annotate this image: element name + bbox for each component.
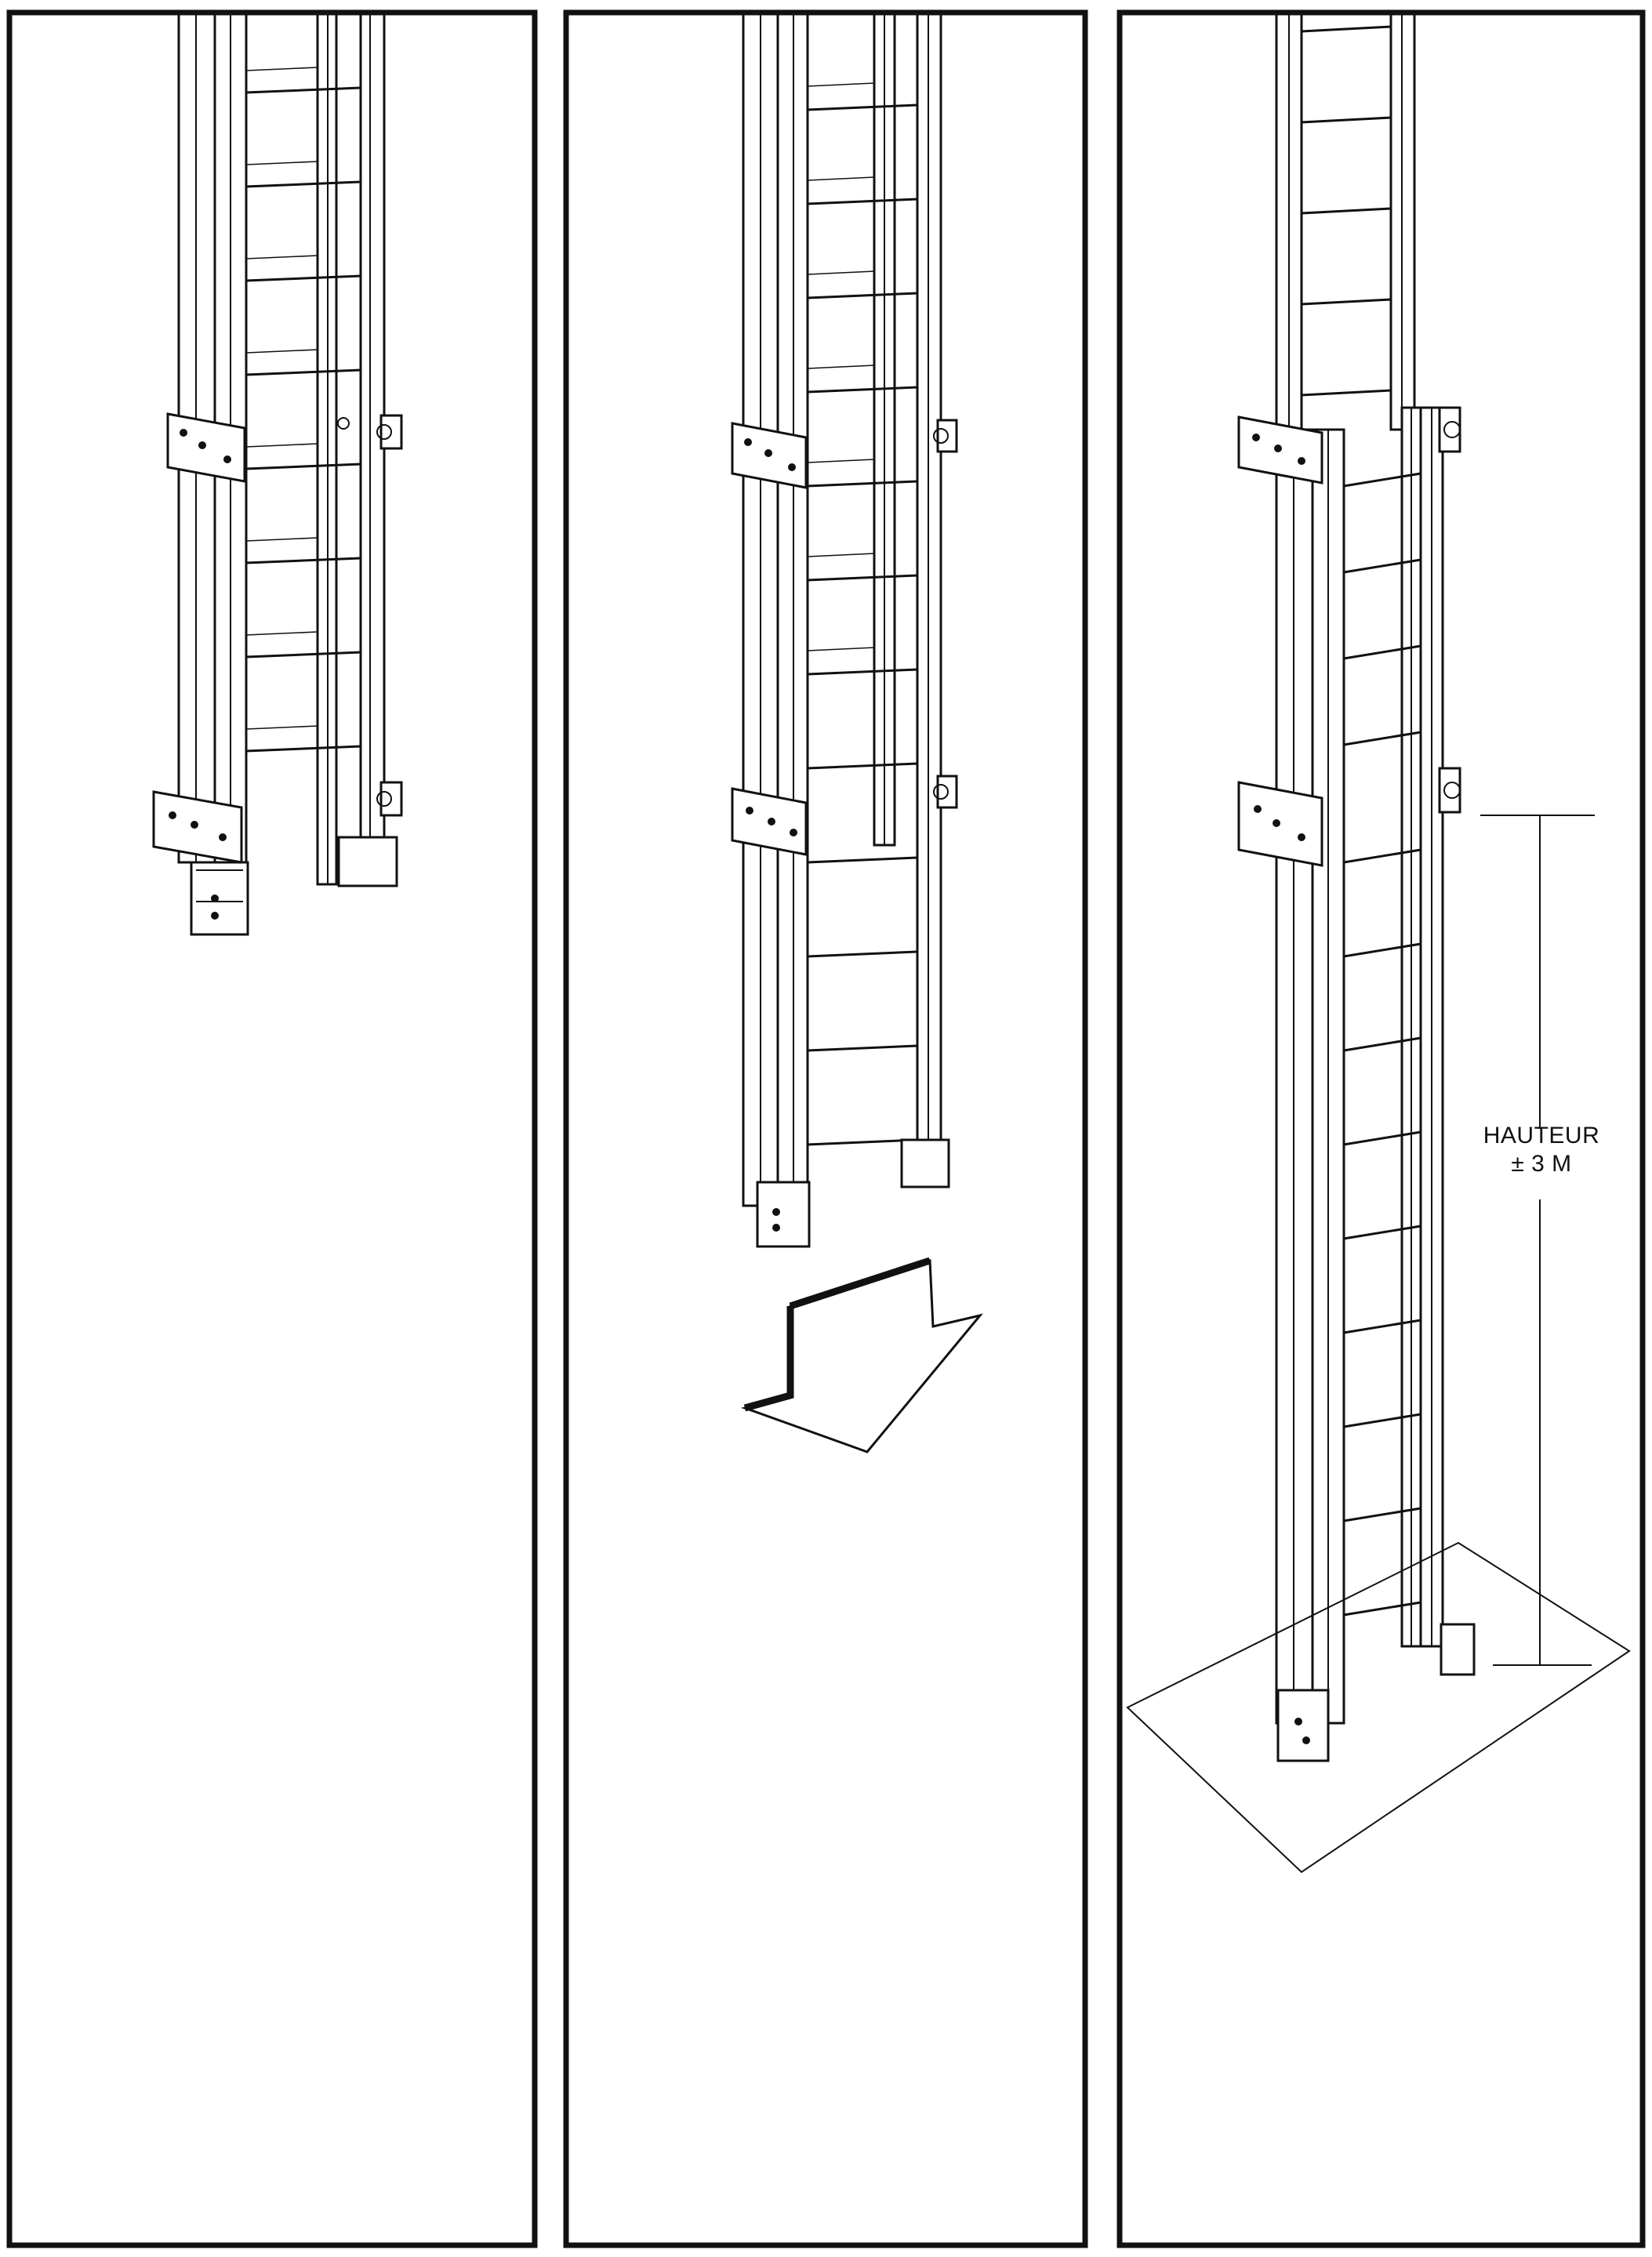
panel-1-ladder — [152, 13, 403, 936]
panel-1-frame — [6, 9, 538, 2248]
floor-plane — [1126, 1541, 1631, 1874]
panel-2-ladder — [731, 13, 958, 1248]
down-left-arrow-icon — [741, 1257, 983, 1453]
height-label-line-1: HAUTEUR — [1483, 1123, 1600, 1148]
panel-3-ladder — [1237, 13, 1476, 1762]
panel-2-frame — [563, 9, 1088, 2248]
panel-3-frame — [1116, 9, 1646, 2248]
height-label-line-2: ± 3 M — [1511, 1151, 1571, 1177]
height-dimension: HAUTEUR ± 3 M — [1480, 815, 1600, 1666]
